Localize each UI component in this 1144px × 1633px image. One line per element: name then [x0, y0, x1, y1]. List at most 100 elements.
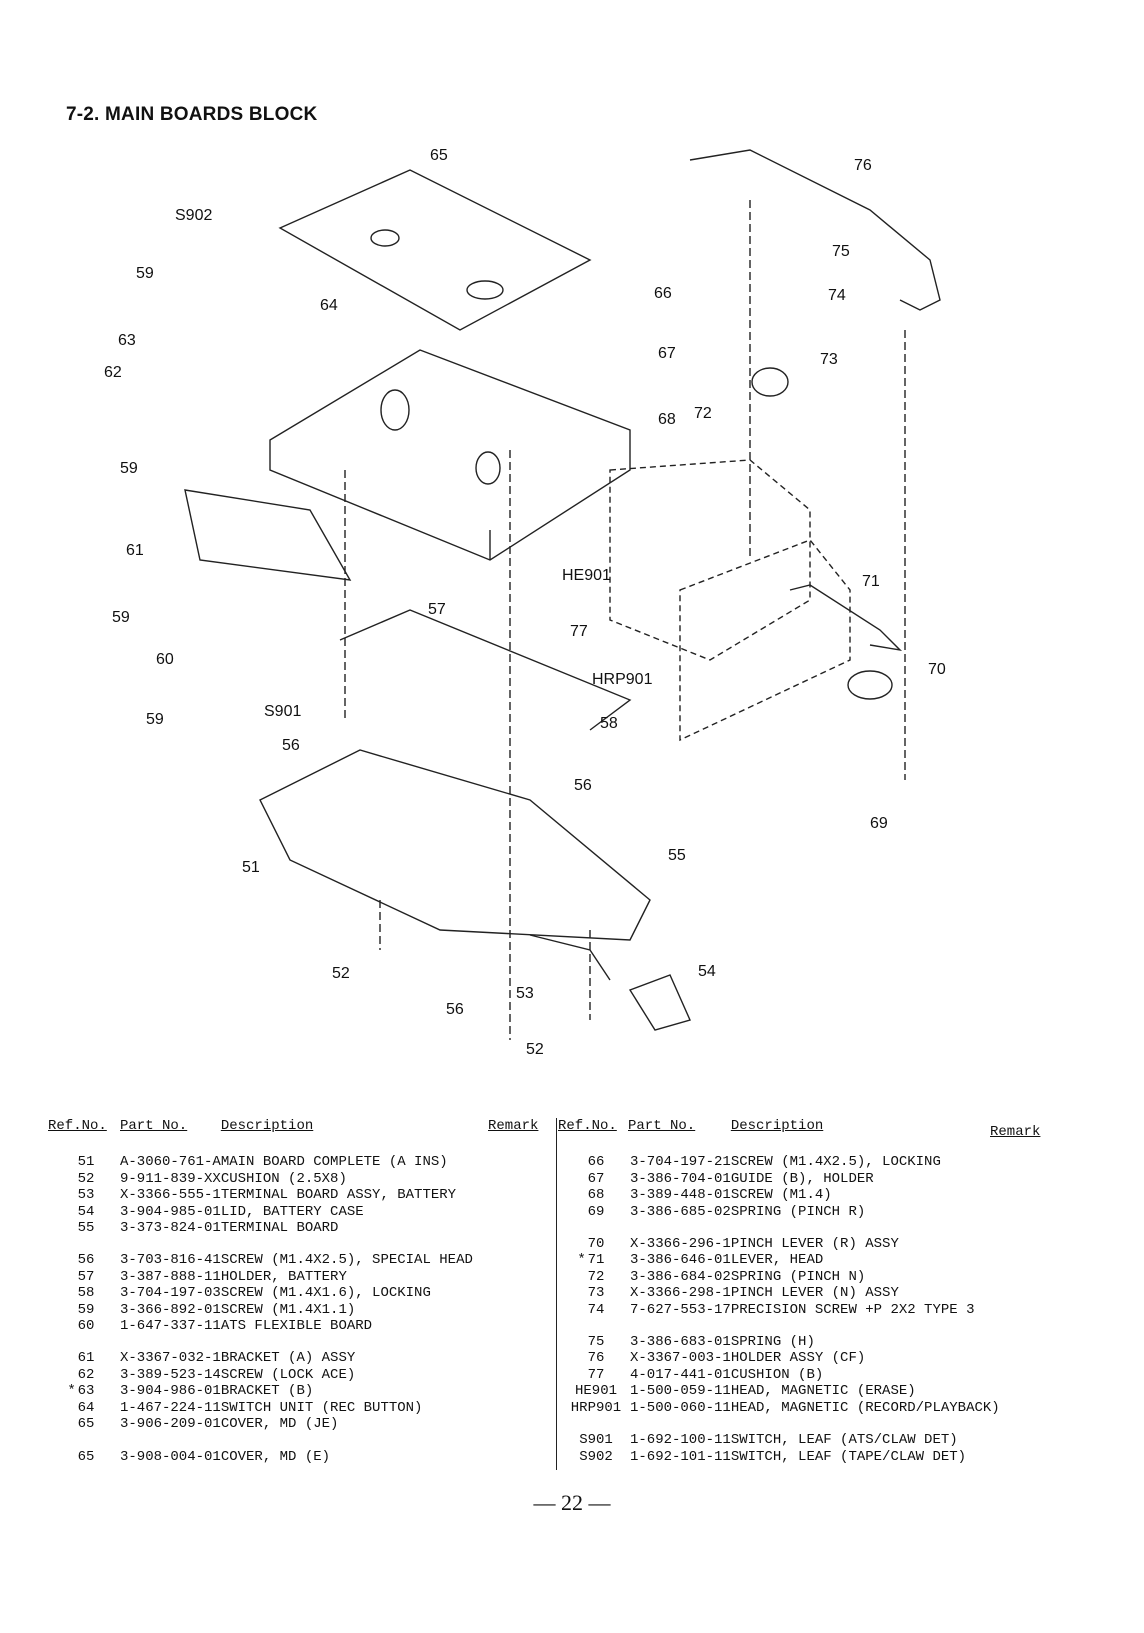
part-no: 3-366-892-01 [120, 1301, 221, 1318]
callout-58: 58 [600, 715, 618, 732]
part-no: 3-906-209-01 [120, 1416, 221, 1433]
ref-no: 67 [558, 1171, 622, 1187]
ref-no: 56 [48, 1236, 112, 1268]
ref-no: 66 [558, 1154, 622, 1170]
description: MAIN BOARD COMPLETE (A INS) [220, 1154, 448, 1171]
header-part-right: Part No. [628, 1118, 696, 1134]
holder-assy-shape [689, 149, 941, 311]
part-no: 9-911-839-XX [120, 1170, 221, 1187]
ref-value: 70 [587, 1236, 605, 1253]
description: SWITCH, LEAF (ATS/CLAW DET) [730, 1432, 958, 1449]
part-no: 3-904-986-01 [120, 1383, 221, 1400]
callout-60: 60 [156, 651, 174, 668]
ref-no: 55 [48, 1220, 112, 1236]
part-no: 1-647-337-11 [120, 1318, 221, 1335]
ref-no: 60 [48, 1318, 112, 1334]
header-remark-left: Remark [488, 1118, 539, 1134]
part-no: 1-467-224-11 [120, 1399, 221, 1416]
part-no: 3-389-448-01 [630, 1187, 731, 1204]
part-no: 3-908-004-01 [120, 1448, 221, 1465]
description: HEAD, MAGNETIC (ERASE) [730, 1383, 916, 1400]
part-no: X-3367-003-1 [630, 1350, 731, 1367]
ref-value: HE901 [574, 1383, 617, 1400]
callout-75: 75 [832, 243, 850, 260]
ref-no: 76 [558, 1350, 622, 1366]
part-no: 3-386-683-01 [630, 1334, 731, 1351]
column-divider [556, 1118, 557, 1470]
ref-value: 55 [77, 1220, 95, 1237]
ref-no: *71 [558, 1252, 622, 1268]
part-no: 3-704-197-03 [120, 1285, 221, 1302]
part-no: 3-387-888-11 [120, 1268, 221, 1285]
description: SPRING (PINCH N) [730, 1268, 866, 1285]
part-no: 7-627-553-17 [630, 1301, 731, 1318]
ref-no: 52 [48, 1171, 112, 1187]
callout-73: 73 [820, 351, 838, 368]
ref-value: 66 [587, 1154, 605, 1171]
callout-67: 67 [658, 345, 676, 362]
part-no: 3-386-704-01 [630, 1170, 731, 1187]
callout-72: 72 [694, 405, 712, 422]
part-no: 4-017-441-01 [630, 1366, 731, 1383]
ref-no: S902 [558, 1449, 622, 1465]
ref-no: 77 [558, 1367, 622, 1383]
header-part: Part No. [120, 1118, 188, 1134]
ref-value: 65 [77, 1448, 95, 1465]
part-no: 3-904-985-01 [120, 1203, 221, 1220]
cover-md-shape [278, 169, 592, 331]
callout-S902: S902 [175, 207, 212, 224]
description: GUIDE (B), HOLDER [730, 1170, 874, 1187]
part-no: X-3366-296-1 [630, 1236, 731, 1253]
ref-no: 62 [48, 1367, 112, 1383]
ref-no: 72 [558, 1269, 622, 1285]
ref-value: 76 [587, 1350, 605, 1367]
callout-74: 74 [828, 287, 846, 304]
callout-HE901: HE901 [562, 567, 611, 584]
ref-no: 64 [48, 1400, 112, 1416]
header-ref-right: Ref.No. [558, 1118, 617, 1134]
ref-value: 63 [77, 1383, 95, 1400]
description: LID, BATTERY CASE [220, 1203, 364, 1220]
callout-54: 54 [698, 963, 716, 980]
callout-62: 62 [104, 364, 122, 381]
callout-59c: 59 [112, 609, 130, 626]
callout-59b: 59 [120, 460, 138, 477]
ref-no: 69 [558, 1204, 622, 1220]
description: SCREW (M1.4X2.5), SPECIAL HEAD [220, 1252, 473, 1269]
ref-value: 75 [587, 1334, 605, 1351]
ref-value: S901 [579, 1432, 613, 1449]
callout-51: 51 [242, 859, 260, 876]
ref-no: 65 [48, 1433, 112, 1465]
mark-symbol: * [67, 1383, 76, 1400]
ref-no: 68 [558, 1187, 622, 1203]
callout-77: 77 [570, 623, 588, 640]
description: PRECISION SCREW +P 2X2 TYPE 3 [730, 1301, 975, 1318]
ref-no: 61 [48, 1334, 112, 1366]
header-ref: Ref.No. [48, 1118, 107, 1134]
ref-value: 51 [77, 1154, 95, 1171]
ref-no: 74 [558, 1302, 622, 1318]
ref-no: 58 [48, 1285, 112, 1301]
ref-no: 75 [558, 1318, 622, 1350]
callout-labels: 65 S902 59 64 63 62 59 61 59 60 S901 59 … [104, 147, 946, 1058]
description: COVER, MD (E) [220, 1448, 331, 1465]
description: HOLDER ASSY (CF) [730, 1350, 866, 1367]
description: BRACKET (A) ASSY [220, 1350, 356, 1367]
ref-value: 59 [77, 1301, 95, 1318]
description: SCREW (M1.4X2.5), LOCKING [730, 1154, 941, 1171]
